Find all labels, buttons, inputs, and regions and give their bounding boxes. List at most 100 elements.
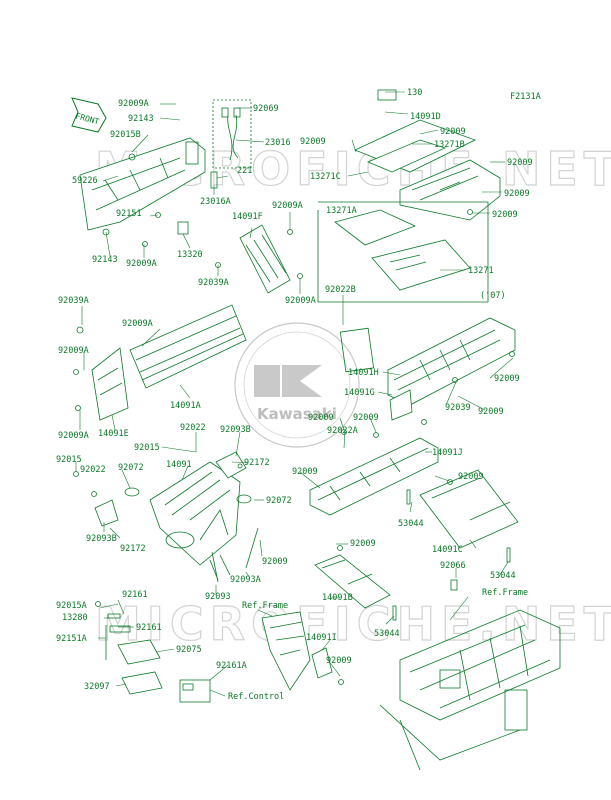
callout-92009A-g: 92009A [58,431,89,441]
callout-92009-d: 92009 [504,189,530,199]
box-14091 [149,461,241,581]
callout-13320: 13320 [177,250,203,260]
callout-92009A-d: 92009A [285,296,316,306]
callout-92009-j: 92009 [292,467,318,477]
callout-32097: 32097 [84,682,110,692]
guard-14091A [91,304,247,421]
callout-92039A: 92039A [198,278,229,288]
callout-92009A-e: 92009A [122,319,153,329]
callout-07-note: ('07) [480,291,506,301]
watermark: MICROFICHE.NET MICROFICHE.NET [94,141,611,651]
callout-23016A: 23016A [200,197,231,207]
callout-221: 221 [237,166,252,176]
callout-53044: 53044 [398,519,424,529]
callout-92009-g: 92009 [478,407,504,417]
callout-92009-m: 92009 [350,539,376,549]
callout-53044-c: 53044 [374,629,400,639]
callout-92022A: 92022A [327,426,358,436]
callout-92009-a: 92009 [300,137,326,147]
callout-92009-k: 92009 [458,472,484,482]
callout-92009-l: 92009 [262,557,288,567]
callout-92022B: 92022B [325,285,356,295]
callout-92022-b: 92022 [80,465,106,475]
dash-panel-part [79,137,206,236]
callout-92015: 92015 [134,443,160,453]
callout-92069: 92069 [253,104,279,114]
callout-92066: 92066 [440,561,466,571]
callout-14091C: 14091C [432,545,463,555]
callout-53044-b: 53044 [490,571,516,581]
kawasaki-logo: Kawasaki [234,322,360,448]
tray-14091D [353,89,477,173]
callout-92143-b: 92143 [92,255,118,265]
callout-92015-b: 92015 [56,455,82,465]
callout-ref-frame-left: Ref.Frame [242,601,288,611]
callout-14091F: 14091F [232,212,263,222]
small-parts-lower-left [95,601,211,703]
callout-92039A-b: 92039A [58,296,89,306]
callout-92161: 92161 [122,590,148,600]
callout-92143: 92143 [128,114,154,124]
callout-92093B-b: 92093B [86,534,117,544]
callout-130: 130 [407,88,422,98]
floor-panel-13271-group [317,201,489,303]
callout-92093B: 92093B [220,425,251,435]
callout-92015A: 92015A [56,601,87,611]
callout-92015B: 92015B [110,130,141,140]
callout-92022: 92022 [180,423,206,433]
callout-92075: 92075 [176,645,202,655]
callout-14091J: 14091J [432,448,463,458]
callout-14091G: 14091G [344,388,375,398]
callout-14091B: 14091B [322,593,353,603]
callout-92151A: 92151A [56,634,87,644]
frame-ref-left [261,611,311,691]
cover-14091C [419,469,519,549]
callout-14091H: 14091H [348,368,379,378]
callout-92093: 92093 [205,592,231,602]
callout-92009-e: 92009 [492,210,518,220]
callout-labels: 92009A 92143 92015B 59226 92069 23016 22… [56,88,533,702]
parts-drawing [73,89,561,771]
callout-92009-n: 92009 [326,656,352,666]
callout-14091D: 14091D [410,112,441,122]
callout-13271B: 13271B [434,140,465,150]
callout-92161-b: 92161 [136,623,162,633]
callout-13280: 13280 [62,613,88,623]
callout-92093A: 92093A [230,575,261,585]
callout-ref-frame-right: Ref.Frame [482,588,528,598]
callout-13271C: 13271C [310,172,341,182]
floor-panel-13271B [399,159,501,221]
guard-14091J [309,437,439,516]
callout-92072-b: 92072 [266,496,292,506]
guard-14091H [387,317,516,421]
callout-92009-i: 92009 [353,413,379,423]
callout-92172-b: 92172 [120,544,146,554]
callout-14091I: 14091I [306,633,337,643]
watermark-text-bottom: MICROFICHE.NET [95,597,611,651]
callout-14091A: 14091A [170,401,201,411]
front-arrow: FRONT [71,97,107,133]
callout-92009A: 92009A [118,99,149,109]
cover-14091B [314,554,391,609]
callout-92072: 92072 [118,463,144,473]
callout-92172: 92172 [244,458,270,468]
callout-ref-control: Ref.Control [228,692,284,702]
wire-harness-part [212,99,252,169]
callout-92009-c: 92009 [507,158,533,168]
callout-92039: 92039 [445,403,471,413]
figure-code: F2131A [510,92,541,102]
callout-92009-h: 92009 [308,413,334,423]
callout-13271A: 13271A [326,206,357,216]
callout-14091: 14091 [166,460,192,470]
callout-59226: 59226 [72,176,98,186]
frame-ref [379,609,561,771]
callout-92161A: 92161A [216,661,247,671]
callout-92009A-f: 92009A [58,346,89,356]
callout-92009-b: 92009 [440,127,466,137]
callout-92009-f: 92009 [494,374,520,384]
callout-92151: 92151 [116,209,142,219]
callout-14091E: 14091E [98,429,129,439]
callout-23016: 23016 [265,138,291,148]
callout-92009A-b: 92009A [126,259,157,269]
